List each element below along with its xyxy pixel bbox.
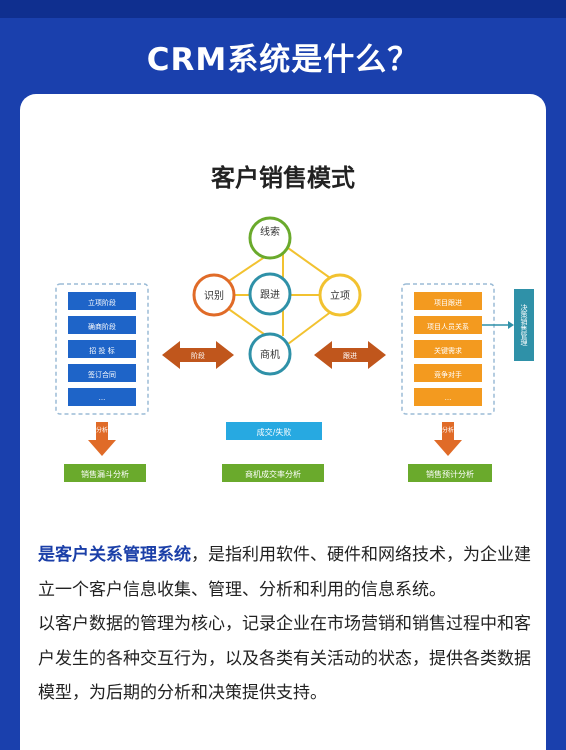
right-item-3: 竞争对手 <box>414 364 482 382</box>
green-box-left-label: 销售漏斗分析 <box>81 469 129 479</box>
svg-text:关键需求: 关键需求 <box>434 346 462 355</box>
right-double-arrow: 跟进 <box>314 341 386 369</box>
green-box-right <box>408 464 492 482</box>
description-paragraph-2: 以客户数据的管理为核心，记录企业在市场营销和销售过程中和客户发生的各种交互行为，… <box>38 614 531 703</box>
circle-bottom-label: 商机 <box>260 348 280 361</box>
left-item-2: 招 投 标 <box>68 340 136 358</box>
left-double-arrow: 阶段 <box>162 341 234 369</box>
circle-left: 识别 <box>192 273 236 317</box>
svg-text:项目人员关系: 项目人员关系 <box>427 322 469 331</box>
right-double-arrow-label: 跟进 <box>343 352 357 360</box>
decision-connector-arrowhead <box>508 321 514 329</box>
svg-text:招 投 标: 招 投 标 <box>89 346 114 355</box>
circle-bottom: 商机 <box>248 332 292 376</box>
decision-box <box>514 289 534 361</box>
header-top-strip <box>0 0 566 18</box>
green-box-left <box>64 464 146 482</box>
left-item-4: ... <box>68 388 136 406</box>
description-paragraph-1-text: ，是指利用软件、硬件和网络技术，为企业建立一个客户信息收集、管理、分析和利用的信… <box>38 545 531 600</box>
circle-left-label: 识别 <box>204 290 224 302</box>
page-title: CRM系统是什么？ <box>146 42 420 78</box>
left-edge-band <box>0 500 20 750</box>
left-double-arrow-label: 阶段 <box>191 351 205 360</box>
left-item-3: 签订合同 <box>68 364 136 382</box>
circle-center-label: 跟进 <box>260 289 280 301</box>
left-item-0: 立项阶段 <box>68 292 136 310</box>
green-box-center-label: 商机成交率分析 <box>245 469 301 479</box>
circle-right-label: 立项 <box>330 289 350 302</box>
sales-model-diagram: 客户销售模式 线索 识别 跟进 <box>55 164 534 482</box>
right-edge-band <box>546 500 566 750</box>
left-item-1: 确商阶段 <box>68 316 136 334</box>
right-item-4: ... <box>414 388 482 406</box>
svg-text:确商阶段: 确商阶段 <box>88 322 116 331</box>
center-status-box <box>226 422 322 440</box>
left-down-arrow: 分析 <box>88 422 116 456</box>
circle-top: 线索 <box>248 216 292 260</box>
svg-text:项目跟进: 项目跟进 <box>434 299 462 307</box>
description-highlight: 是客户关系管理系统 <box>38 545 191 565</box>
description-panel <box>20 512 546 750</box>
svg-text:竞争对手: 竞争对手 <box>434 370 462 379</box>
svg-text:...: ... <box>99 394 106 402</box>
svg-text:...: ... <box>445 394 452 402</box>
right-item-2: 关键需求 <box>414 340 482 358</box>
right-down-arrow: 分析 <box>434 422 462 456</box>
svg-text:签订合同: 签订合同 <box>88 370 116 379</box>
green-box-right-label: 销售预计分析 <box>426 469 474 479</box>
right-item-0: 项目跟进 <box>414 292 482 310</box>
circle-right: 立项 <box>318 273 362 317</box>
svg-text:立项阶段: 立项阶段 <box>88 298 116 307</box>
left-down-arrow-label: 分析 <box>96 426 108 434</box>
decision-box-label: 决策销售管理 <box>520 303 528 346</box>
diagram-card: 客户销售模式 线索 识别 跟进 <box>20 94 546 534</box>
diagram-title: 客户销售模式 <box>211 164 355 192</box>
circle-top-label: 线索 <box>260 225 280 238</box>
right-down-arrow-label: 分析 <box>442 426 454 434</box>
description: 是客户关系管理系统，是指利用软件、硬件和网络技术，为企业建立一个客户信息收集、管… <box>38 538 536 711</box>
center-status-label: 成交/失败 <box>257 427 292 437</box>
description-paragraph-1: 是客户关系管理系统，是指利用软件、硬件和网络技术，为企业建立一个客户信息收集、管… <box>38 538 536 607</box>
circle-center: 跟进 <box>248 272 292 316</box>
green-box-center <box>222 464 324 482</box>
right-item-1: 项目人员关系 <box>414 316 482 334</box>
